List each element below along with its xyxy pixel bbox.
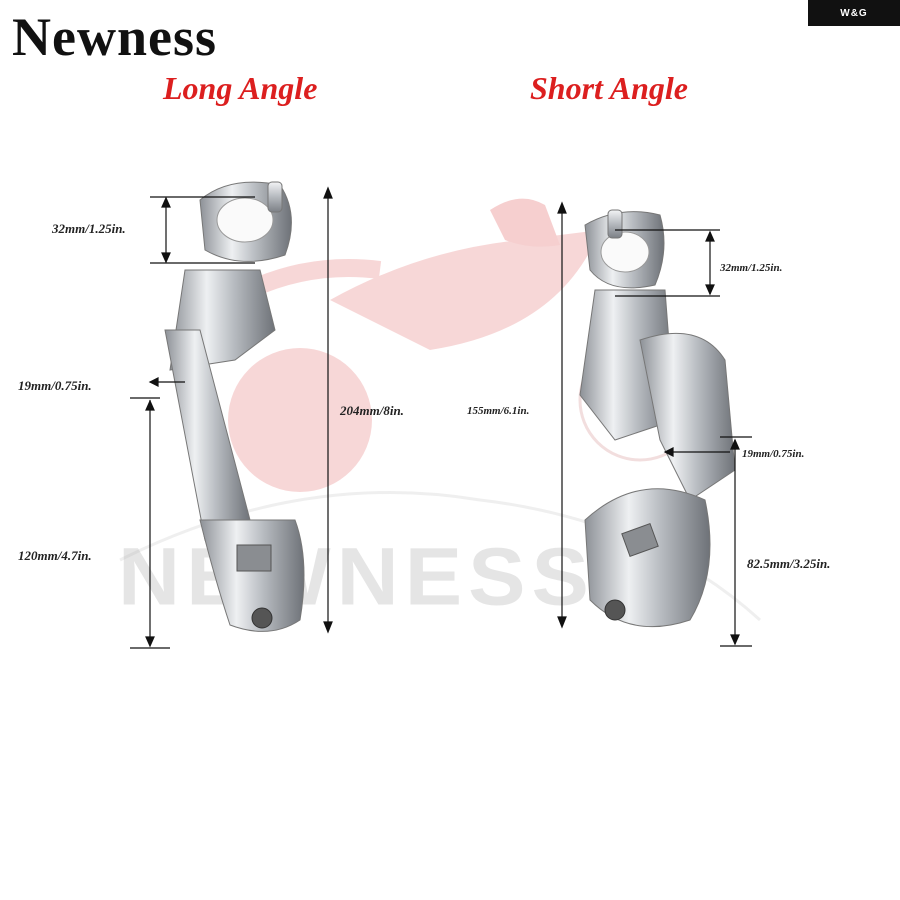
short-neck-dimension: 19mm/0.75in. xyxy=(742,448,805,460)
brand-title: Newness xyxy=(12,7,217,67)
watermark-text: NEWNESS xyxy=(118,531,595,623)
long-angle-peg xyxy=(164,181,305,632)
short-angle-peg xyxy=(579,209,736,628)
long-total-dimension: 204mm/8in. xyxy=(340,403,404,418)
short-total-dimension: 155mm/6.1in. xyxy=(467,405,530,417)
long-angle-title: Long Angle xyxy=(163,70,318,106)
brand-badge: W&G xyxy=(808,0,900,26)
long-arm-dimension: 120mm/4.7in. xyxy=(18,548,92,563)
short-arm-dimension: 82.5mm/3.25in. xyxy=(747,556,831,571)
long-clamp-dimension: 32mm/1.25in. xyxy=(52,221,126,236)
long-neck-dimension: 19mm/0.75in. xyxy=(18,378,92,393)
short-dimension-lines xyxy=(557,201,752,647)
short-angle-title: Short Angle xyxy=(530,70,688,106)
short-clamp-dimension: 32mm/1.25in. xyxy=(720,262,783,274)
long-dimension-lines xyxy=(130,186,333,649)
